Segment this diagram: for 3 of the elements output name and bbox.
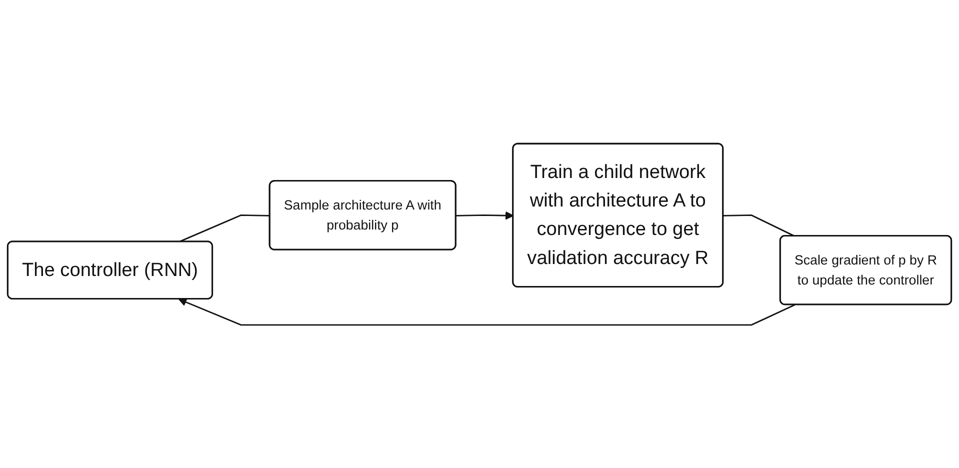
arrow bbox=[178, 298, 795, 326]
connector bbox=[178, 214, 270, 242]
arrow bbox=[456, 211, 514, 220]
